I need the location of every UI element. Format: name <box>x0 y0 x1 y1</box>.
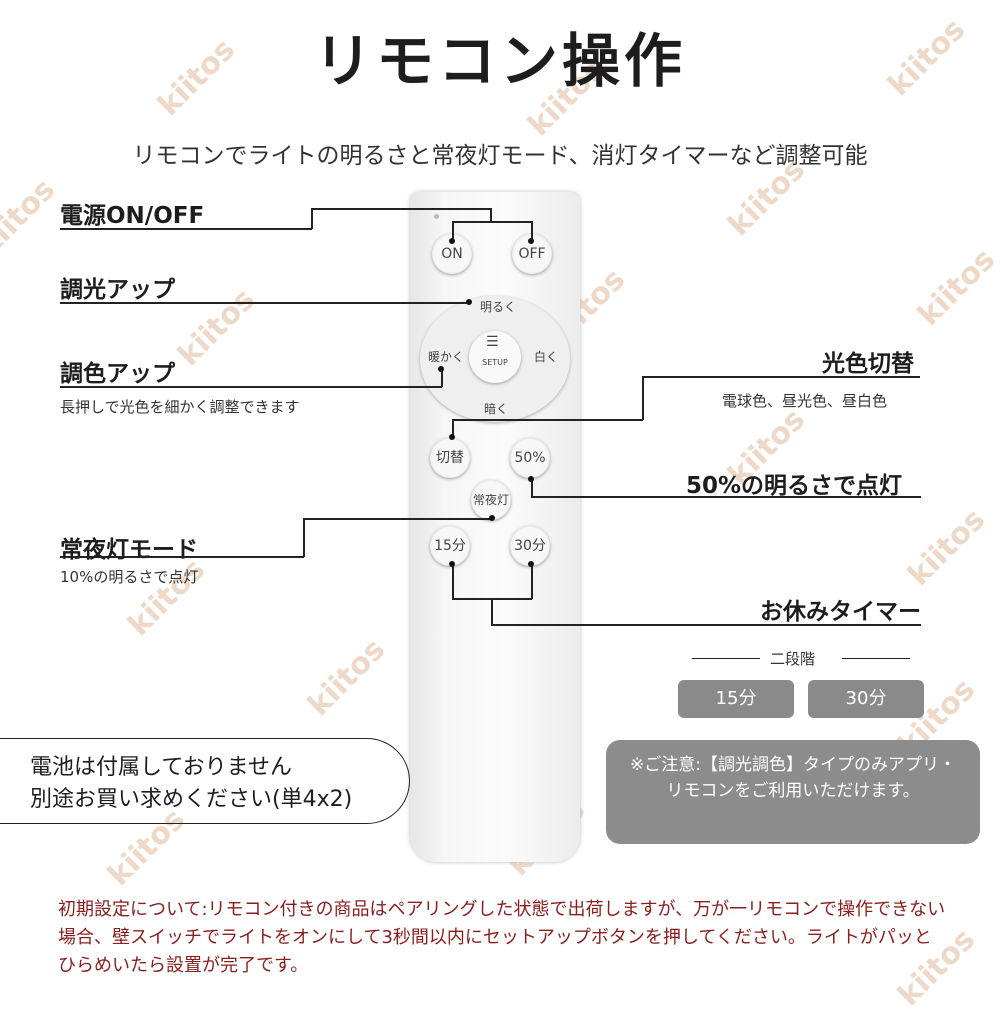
battery-note: 電池は付属しておりません 別途お買い求めください(単4x2) <box>30 752 352 816</box>
night-button[interactable]: 常夜灯 <box>471 480 511 520</box>
watermark: kiitos <box>301 632 393 723</box>
two-stage-label: 二段階 <box>770 650 816 668</box>
battery-line-1: 電池は付属しておりません <box>30 755 293 780</box>
warm-label: 暖かく <box>428 350 465 364</box>
setup-instructions: 初期設定について:リモコン付きの商品はペアリングした状態で出荷しますが、万が一リ… <box>58 899 946 976</box>
watermark: kiitos <box>171 282 263 373</box>
color-up-label: 調色アップ <box>60 361 175 387</box>
timer-15-pill: 15分 <box>678 680 794 718</box>
timer-30-pill: 30分 <box>808 680 924 718</box>
switch-button[interactable]: 切替 <box>430 438 470 478</box>
color-switch-desc: 電球色、昼光色、昼白色 <box>722 392 888 410</box>
page-title: リモコン操作 <box>313 27 686 95</box>
sleep-timer-label: お休みタイマー <box>760 599 921 625</box>
color-up-desc: 長押しで光色を細かく調整できます <box>60 398 300 416</box>
led-indicator <box>434 214 439 219</box>
notice-box: ※ご注意:【調光調色】タイプのみアプリ・リモコンをご利用いただけます。 <box>606 740 980 844</box>
timer-15-button[interactable]: 15分 <box>430 526 470 566</box>
white-label: 白く <box>534 350 559 364</box>
half-button[interactable]: 50% <box>510 438 550 478</box>
night-mode-label: 常夜灯モード <box>60 537 198 563</box>
half-brightness-label: 50%の明るさで点灯 <box>686 473 903 499</box>
night-mode-desc: 10%の明るさで点灯 <box>60 568 199 586</box>
watermark: kiitos <box>911 242 1000 333</box>
timer-30-button[interactable]: 30分 <box>510 526 550 566</box>
setup-button[interactable] <box>469 331 521 383</box>
wifi-icon: ☰ <box>486 334 499 350</box>
remote-control <box>410 192 580 862</box>
battery-line-2: 別途お買い求めください(単4x2) <box>30 787 353 812</box>
watermark: kiitos <box>901 502 993 593</box>
power-label: 電源ON/OFF <box>60 203 205 229</box>
dark-label: 暗く <box>484 402 509 416</box>
watermark: kiitos <box>0 172 63 263</box>
page-subtitle: リモコンでライトの明るさと常夜灯モード、消灯タイマーなど調整可能 <box>132 143 868 169</box>
brightness-up-label: 調光アップ <box>60 277 175 303</box>
bright-label: 明るく <box>480 300 517 314</box>
setup-label: SETUP <box>482 358 508 367</box>
color-switch-label: 光色切替 <box>822 351 914 377</box>
battery-note-frame <box>0 738 410 824</box>
